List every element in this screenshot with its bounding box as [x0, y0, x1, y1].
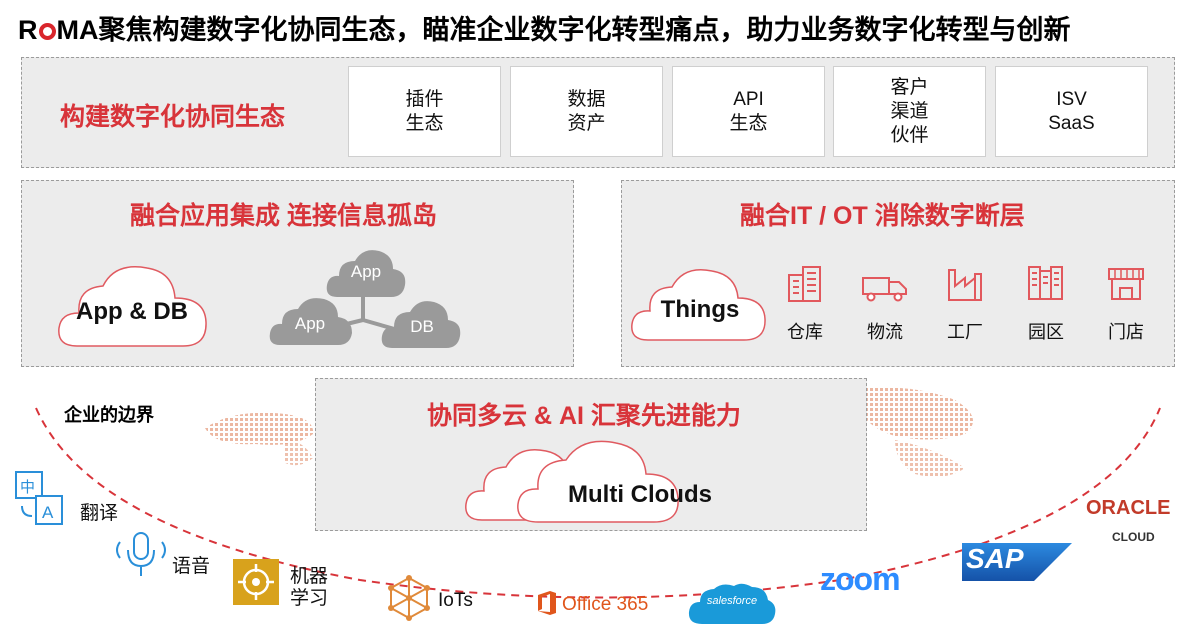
multi-clouds-label: Multi Clouds [568, 481, 712, 508]
db-cloud-icon [381, 301, 461, 348]
translate-label: 翻译 [80, 503, 119, 524]
translate-en-glyph: A [42, 503, 54, 522]
factory-label: 工厂 [947, 322, 983, 342]
app-db-cloud-icon [58, 266, 207, 347]
translate-icon [15, 471, 63, 525]
app-left-cloud-icon [269, 298, 352, 345]
logistics-label: 物流 [867, 322, 903, 342]
iot-network-icon [388, 575, 430, 621]
store-icon [1108, 268, 1144, 300]
campus-icon [1028, 266, 1063, 300]
ecosystem-heading: 构建数字化协同生态 [60, 103, 286, 131]
boundary-label: 企业的边界 [64, 405, 154, 425]
office365-logo-icon [538, 591, 556, 615]
warehouse-label: 仓库 [787, 322, 823, 342]
factory-icon [948, 269, 982, 301]
tile-plugin-ecosystem: 插件生态 [348, 66, 501, 157]
zoom-logo: zoom [820, 561, 901, 597]
multicloud-heading: 协同多云 & AI 汇聚先进能力 [427, 402, 741, 430]
roma-o-icon [38, 23, 56, 40]
tile-channel-partners: 客户渠道伙伴 [833, 66, 986, 157]
sap-label: SAP [966, 543, 1024, 574]
it-ot-heading: 融合IT / OT 消除数字断层 [740, 202, 1025, 230]
things-cloud-icon [631, 269, 766, 341]
tile-data-assets: 数据资产 [510, 66, 663, 157]
iot-label: IoTs [438, 590, 473, 611]
salesforce-logo-icon [688, 583, 776, 624]
salesforce-label: salesforce [706, 595, 758, 607]
app-top-label: App [350, 262, 382, 281]
microphone-icon [116, 532, 166, 576]
voice-label: 语音 [172, 556, 211, 577]
app-top-cloud-icon [326, 250, 406, 297]
translate-zh-glyph: 中 [20, 479, 36, 496]
ml-label: 机器学习 [290, 566, 329, 609]
machine-learning-icon [233, 559, 279, 605]
db-label: DB [410, 317, 434, 336]
building-icon [788, 266, 821, 302]
world-map-pattern [205, 387, 973, 477]
store-label: 门店 [1108, 322, 1144, 342]
multi-clouds-icon [465, 440, 679, 523]
oracle-cloud-label: CLOUD [1112, 530, 1155, 544]
things-label: Things [660, 296, 740, 323]
sap-logo-icon [962, 543, 1072, 581]
office365-label: Office 365 [562, 594, 649, 615]
app-integration-heading: 融合应用集成 连接信息孤岛 [130, 202, 437, 230]
app-db-label: App & DB [76, 298, 188, 325]
app-left-label: App [294, 314, 326, 333]
campus-label: 园区 [1028, 322, 1064, 342]
oracle-logo: ORACLE [1086, 497, 1171, 519]
truck-icon [862, 277, 907, 302]
